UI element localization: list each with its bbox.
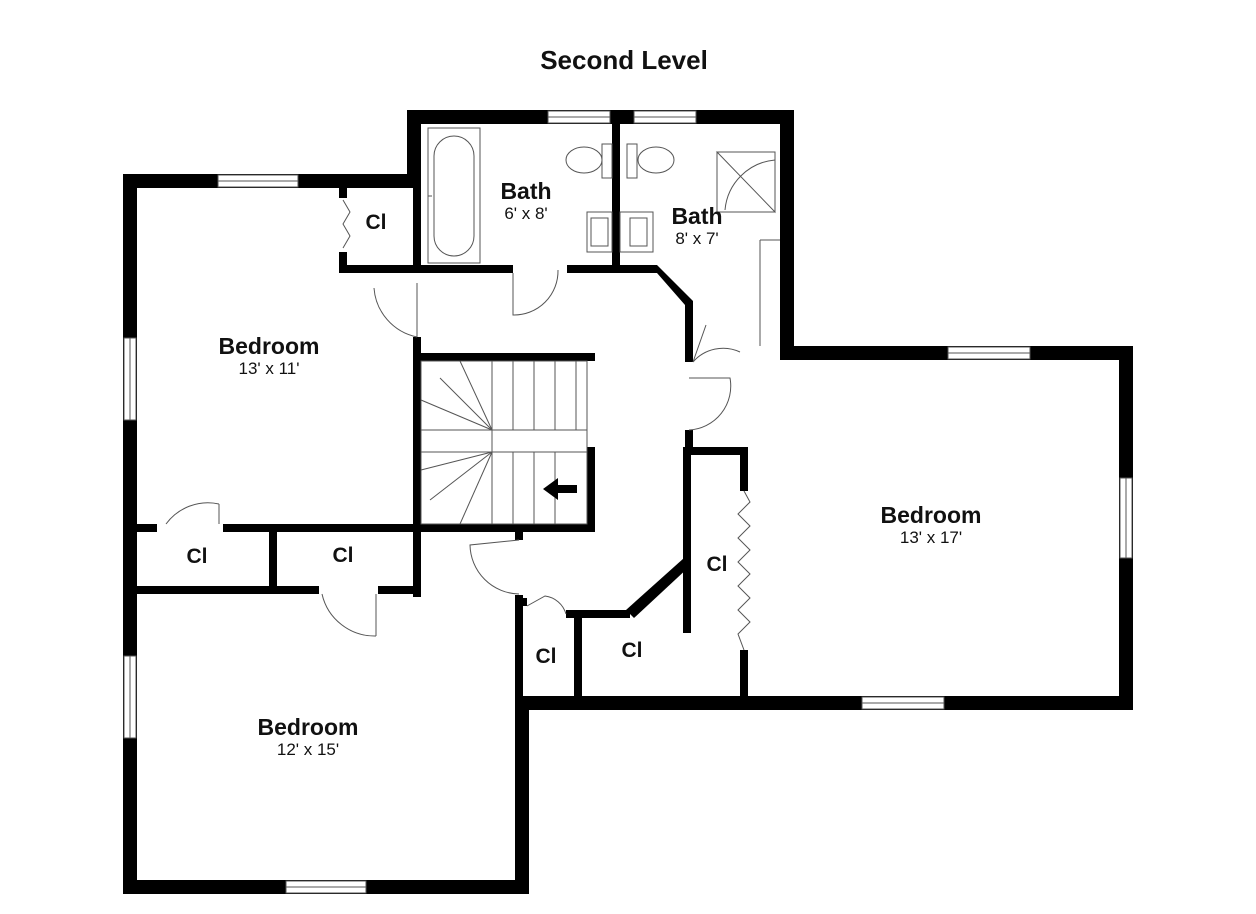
wall [378,586,421,594]
wall [612,124,620,273]
wall [626,558,690,618]
room-label-bath-1: Bath 6' x 8' [500,178,551,223]
wall [740,650,748,700]
wall [740,447,748,491]
wall [515,595,523,703]
wall [574,610,582,700]
stair-direction-arrow-icon [543,478,577,500]
door [373,283,418,338]
doors [165,269,741,637]
room-name: Bedroom [219,333,320,359]
toilet [637,146,675,174]
room-dimensions: 13' x 11' [239,359,300,378]
wall [650,265,693,362]
window [547,110,611,124]
interior-walls [137,124,748,703]
closet-label: Cl [366,211,387,234]
window [217,174,299,188]
wall [339,188,347,198]
toilet [565,146,603,174]
door [512,269,559,316]
wall [685,430,693,452]
bathroom-fixtures [427,127,780,346]
sink [586,211,613,253]
window [123,337,137,421]
window [1119,477,1133,559]
closet-label: Cl [622,639,643,662]
room-name: Bedroom [881,502,982,528]
wall [223,524,595,532]
room-name: Bedroom [258,714,359,740]
closet-label: Cl [333,544,354,567]
room-dimensions: 6' x 8' [504,204,547,223]
door [165,502,220,525]
wall [780,110,794,360]
wall [515,532,523,540]
wall [566,610,630,618]
door [321,593,377,637]
closet-label: Cl [707,553,728,576]
plan-title: Second Level [540,45,708,75]
door [692,324,741,363]
wall [137,524,157,532]
room-label-bedroom-3: Bedroom 13' x 17' [881,502,982,547]
wall [683,447,691,633]
sink [619,211,654,253]
bathtub-basin [433,135,475,257]
window [947,346,1031,360]
door [688,377,732,431]
wall [339,265,421,273]
window [633,110,697,124]
room-label-bedroom-2: Bedroom 12' x 15' [258,714,359,759]
exterior-walls [123,110,1133,894]
room-label-bath-2: Bath 8' x 7' [671,203,722,248]
wall [123,174,137,894]
room-dimensions: 13' x 17' [900,528,962,547]
room-dimensions: 12' x 15' [277,740,339,759]
staircase [420,360,588,525]
bifold-doors [342,199,751,651]
window [861,696,945,710]
wall [515,696,529,894]
room-name: Bath [671,203,722,229]
closet-label: Cl [187,545,208,568]
room-label-bedroom-1: Bedroom 13' x 11' [219,333,320,378]
window [285,880,367,894]
bifold-door [342,199,351,249]
room-dimensions: 8' x 7' [675,229,718,248]
wall [339,252,347,272]
door [469,539,520,595]
wall [269,532,277,592]
wall [413,124,421,273]
wall [413,353,595,361]
wall [413,337,421,597]
wall [413,265,513,273]
wall [683,447,747,455]
window [123,655,137,739]
wall [515,598,527,606]
bifold-door [737,490,751,651]
room-name: Bath [500,178,551,204]
closet-label: Cl [536,645,557,668]
wall [137,586,319,594]
wall [587,447,595,532]
windows [123,110,1133,894]
door [526,595,567,615]
wall [522,696,1133,710]
